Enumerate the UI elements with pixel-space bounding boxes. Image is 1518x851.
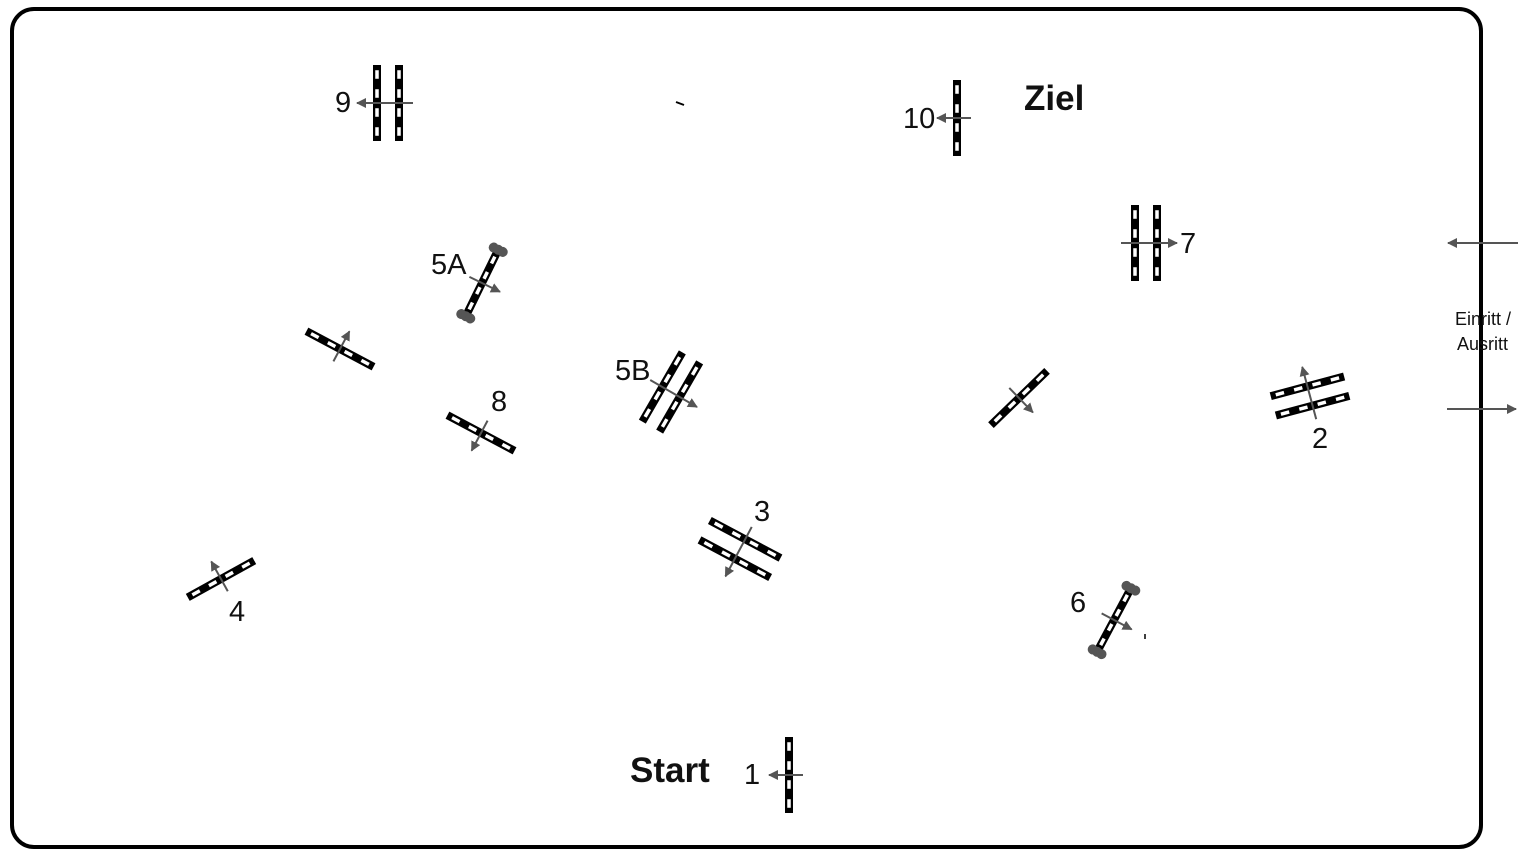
label-2: 2 xyxy=(1312,423,1328,455)
pole-stripe xyxy=(501,442,511,450)
pole-stripe xyxy=(721,550,731,558)
pole-stripe xyxy=(749,540,759,548)
pole-stripe xyxy=(670,400,679,411)
jump-8 xyxy=(445,411,517,455)
entry-label-line2: Ausritt xyxy=(1457,334,1508,354)
pole-stripe xyxy=(224,570,234,578)
flower-decoration xyxy=(497,246,508,257)
pole-stripe xyxy=(310,332,320,340)
label-8: 8 xyxy=(491,386,507,418)
jump-2 xyxy=(1269,366,1351,420)
label-9: 9 xyxy=(335,87,351,119)
pole-stripe xyxy=(1298,405,1308,411)
pole-stripe xyxy=(690,366,699,376)
pole-stripe xyxy=(489,255,497,265)
pole-stripe xyxy=(1021,386,1031,396)
pole-stripe xyxy=(1035,373,1045,382)
pole-stripe xyxy=(1335,395,1345,402)
pole-stripe xyxy=(703,540,714,549)
label-3: 3 xyxy=(754,496,770,528)
pole-stripe xyxy=(451,416,461,424)
label-7: 7 xyxy=(1180,228,1196,260)
label-5B: 5B xyxy=(615,355,650,387)
pole-stripe xyxy=(327,340,337,349)
pole-stripe xyxy=(191,589,201,597)
label-6: 6 xyxy=(1070,587,1086,619)
pole-stripe xyxy=(1275,390,1285,397)
jump-7 xyxy=(1121,205,1178,281)
pole-stripe xyxy=(1312,381,1322,387)
pole-stripe xyxy=(484,433,494,442)
pole-stripe xyxy=(756,569,767,577)
label-10: 10 xyxy=(903,103,935,135)
direction-arrow xyxy=(332,330,351,362)
direction-arrow xyxy=(1101,612,1133,631)
pole-stripe xyxy=(475,286,482,295)
jump-5B xyxy=(638,350,704,434)
flower-decoration xyxy=(1096,649,1107,660)
pole-stripe xyxy=(660,418,669,428)
jump-9 xyxy=(356,65,413,141)
pole-stripe xyxy=(673,356,682,366)
pole-stripe xyxy=(1317,400,1327,406)
pole-stripe xyxy=(1122,594,1129,603)
pole-stripe xyxy=(663,373,672,384)
pole-stripe xyxy=(1114,608,1122,617)
pole-stripe xyxy=(653,390,662,401)
jump-5A xyxy=(456,242,508,324)
jump-10 xyxy=(936,80,971,156)
pole-stripe xyxy=(1099,637,1106,646)
direction-arrow xyxy=(1299,366,1318,420)
jump-u2 xyxy=(988,368,1050,428)
pole-stripe xyxy=(1280,410,1290,416)
pole-stripe xyxy=(1007,400,1017,410)
flower-decoration xyxy=(1130,585,1141,596)
pole-stripe xyxy=(208,580,218,588)
label-5A: 5A xyxy=(431,249,467,281)
pole-stripe xyxy=(241,561,251,569)
jump-3 xyxy=(697,516,783,582)
pole-stripe xyxy=(643,408,652,418)
direction-arrow xyxy=(468,275,501,293)
pole-stripe xyxy=(713,521,724,529)
arena-border xyxy=(10,7,1483,849)
direction-arrow xyxy=(210,560,229,592)
pole-stripe xyxy=(766,549,777,558)
start-label: Start xyxy=(630,751,710,790)
pole-stripe xyxy=(738,559,749,568)
jump-4 xyxy=(185,557,257,601)
pole-stripe xyxy=(731,530,742,539)
stray-mark xyxy=(675,101,685,106)
pole-stripe xyxy=(467,301,475,311)
direction-arrow xyxy=(649,379,698,408)
jump-u1 xyxy=(304,327,376,371)
pole-stripe xyxy=(1293,386,1303,392)
entry-label-line1: Einritt / xyxy=(1455,309,1511,329)
pole-stripe xyxy=(482,271,489,280)
pole-stripe xyxy=(343,349,353,358)
jump-1 xyxy=(768,737,803,813)
direction-arrow xyxy=(1008,387,1034,414)
pole-stripe xyxy=(993,414,1003,423)
label-1: 1 xyxy=(744,759,760,791)
finish-label: Ziel xyxy=(1024,79,1084,118)
pole-stripe xyxy=(468,424,478,433)
direction-arrow xyxy=(470,420,489,452)
pole-stripe xyxy=(1330,376,1340,382)
flower-decoration xyxy=(465,313,476,324)
pole-stripe xyxy=(360,358,370,366)
pole-stripe xyxy=(1106,623,1114,632)
jump-6 xyxy=(1087,580,1141,660)
pole-stripe xyxy=(680,383,689,394)
direction-arrow xyxy=(724,526,753,578)
label-4: 4 xyxy=(229,596,245,628)
